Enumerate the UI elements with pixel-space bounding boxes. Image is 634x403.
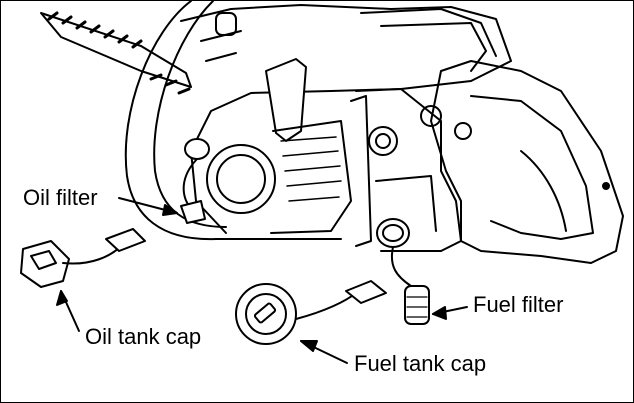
fuel-tank-housing [355, 88, 462, 252]
oil-tank-cap-part [20, 228, 146, 288]
chain-bar [40, 11, 192, 95]
fuel-tank-cap-part [235, 280, 387, 345]
rear-handle [420, 60, 624, 264]
leader-arrows [56, 197, 468, 364]
oil-filter-label: Oil filter [23, 185, 98, 210]
fuel-filter-part [391, 246, 430, 325]
starter-cover [206, 95, 372, 247]
oil-filler [180, 138, 210, 224]
fuel-filter-label: Fuel filter [473, 292, 564, 317]
decompression-lever [265, 58, 307, 142]
oil-tank-cap-label: Oil tank cap [85, 324, 202, 349]
engine-housing [180, 4, 512, 234]
fuel-tank-cap-label: Fuel tank cap [354, 351, 487, 376]
